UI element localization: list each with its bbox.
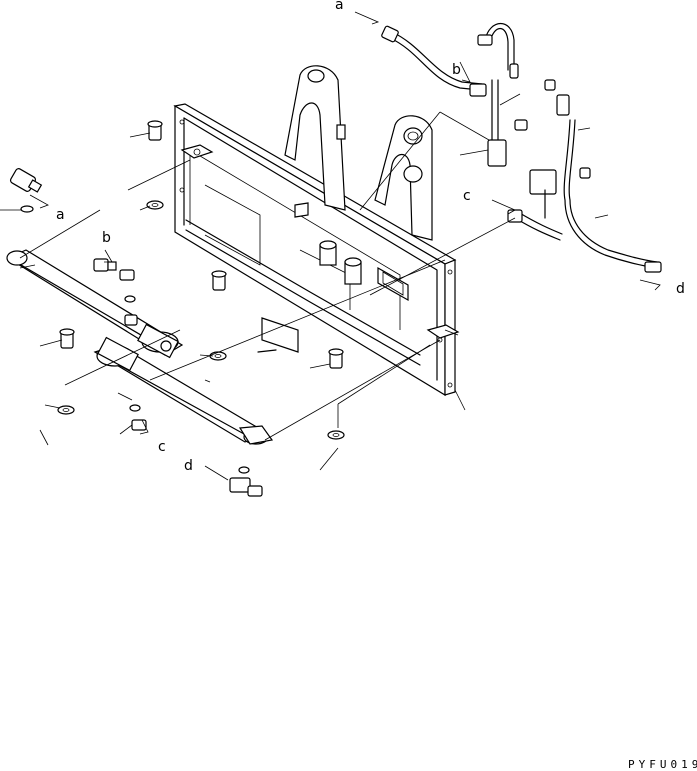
- callout-a-left: a: [56, 207, 65, 223]
- fitting-lower-left: [129, 404, 147, 431]
- callout-d-right: d: [676, 281, 685, 297]
- cylinder-lower: [93, 336, 274, 445]
- callout-c-right: c: [463, 188, 471, 204]
- cylinder-upper: [6, 249, 184, 359]
- callout-arrows: [29, 11, 661, 435]
- upright-hook-right: [374, 115, 433, 241]
- main-frame: [173, 103, 460, 397]
- pin-right-center: [211, 270, 227, 291]
- callout-b-left: b: [102, 230, 111, 246]
- fitting-d-bottom: [229, 466, 263, 497]
- pin-bottom-right: [328, 348, 344, 369]
- fitting-b-left: [93, 258, 138, 326]
- leader-lines: [0, 93, 609, 481]
- center-bracket: [294, 202, 362, 285]
- drawing-code: PYFU019: [628, 758, 697, 771]
- pin-left-lower: [59, 328, 75, 349]
- pin-top: [147, 120, 163, 141]
- fitting-top-left: [9, 168, 43, 193]
- upright-hook-left: [284, 65, 346, 211]
- callout-c-bottom: c: [158, 439, 166, 455]
- callout-d-bottom: d: [184, 458, 193, 474]
- cover-plate: [257, 317, 299, 353]
- callout-b-top: b: [452, 62, 461, 78]
- callout-a-top: a: [335, 0, 344, 13]
- hoses: [381, 23, 662, 273]
